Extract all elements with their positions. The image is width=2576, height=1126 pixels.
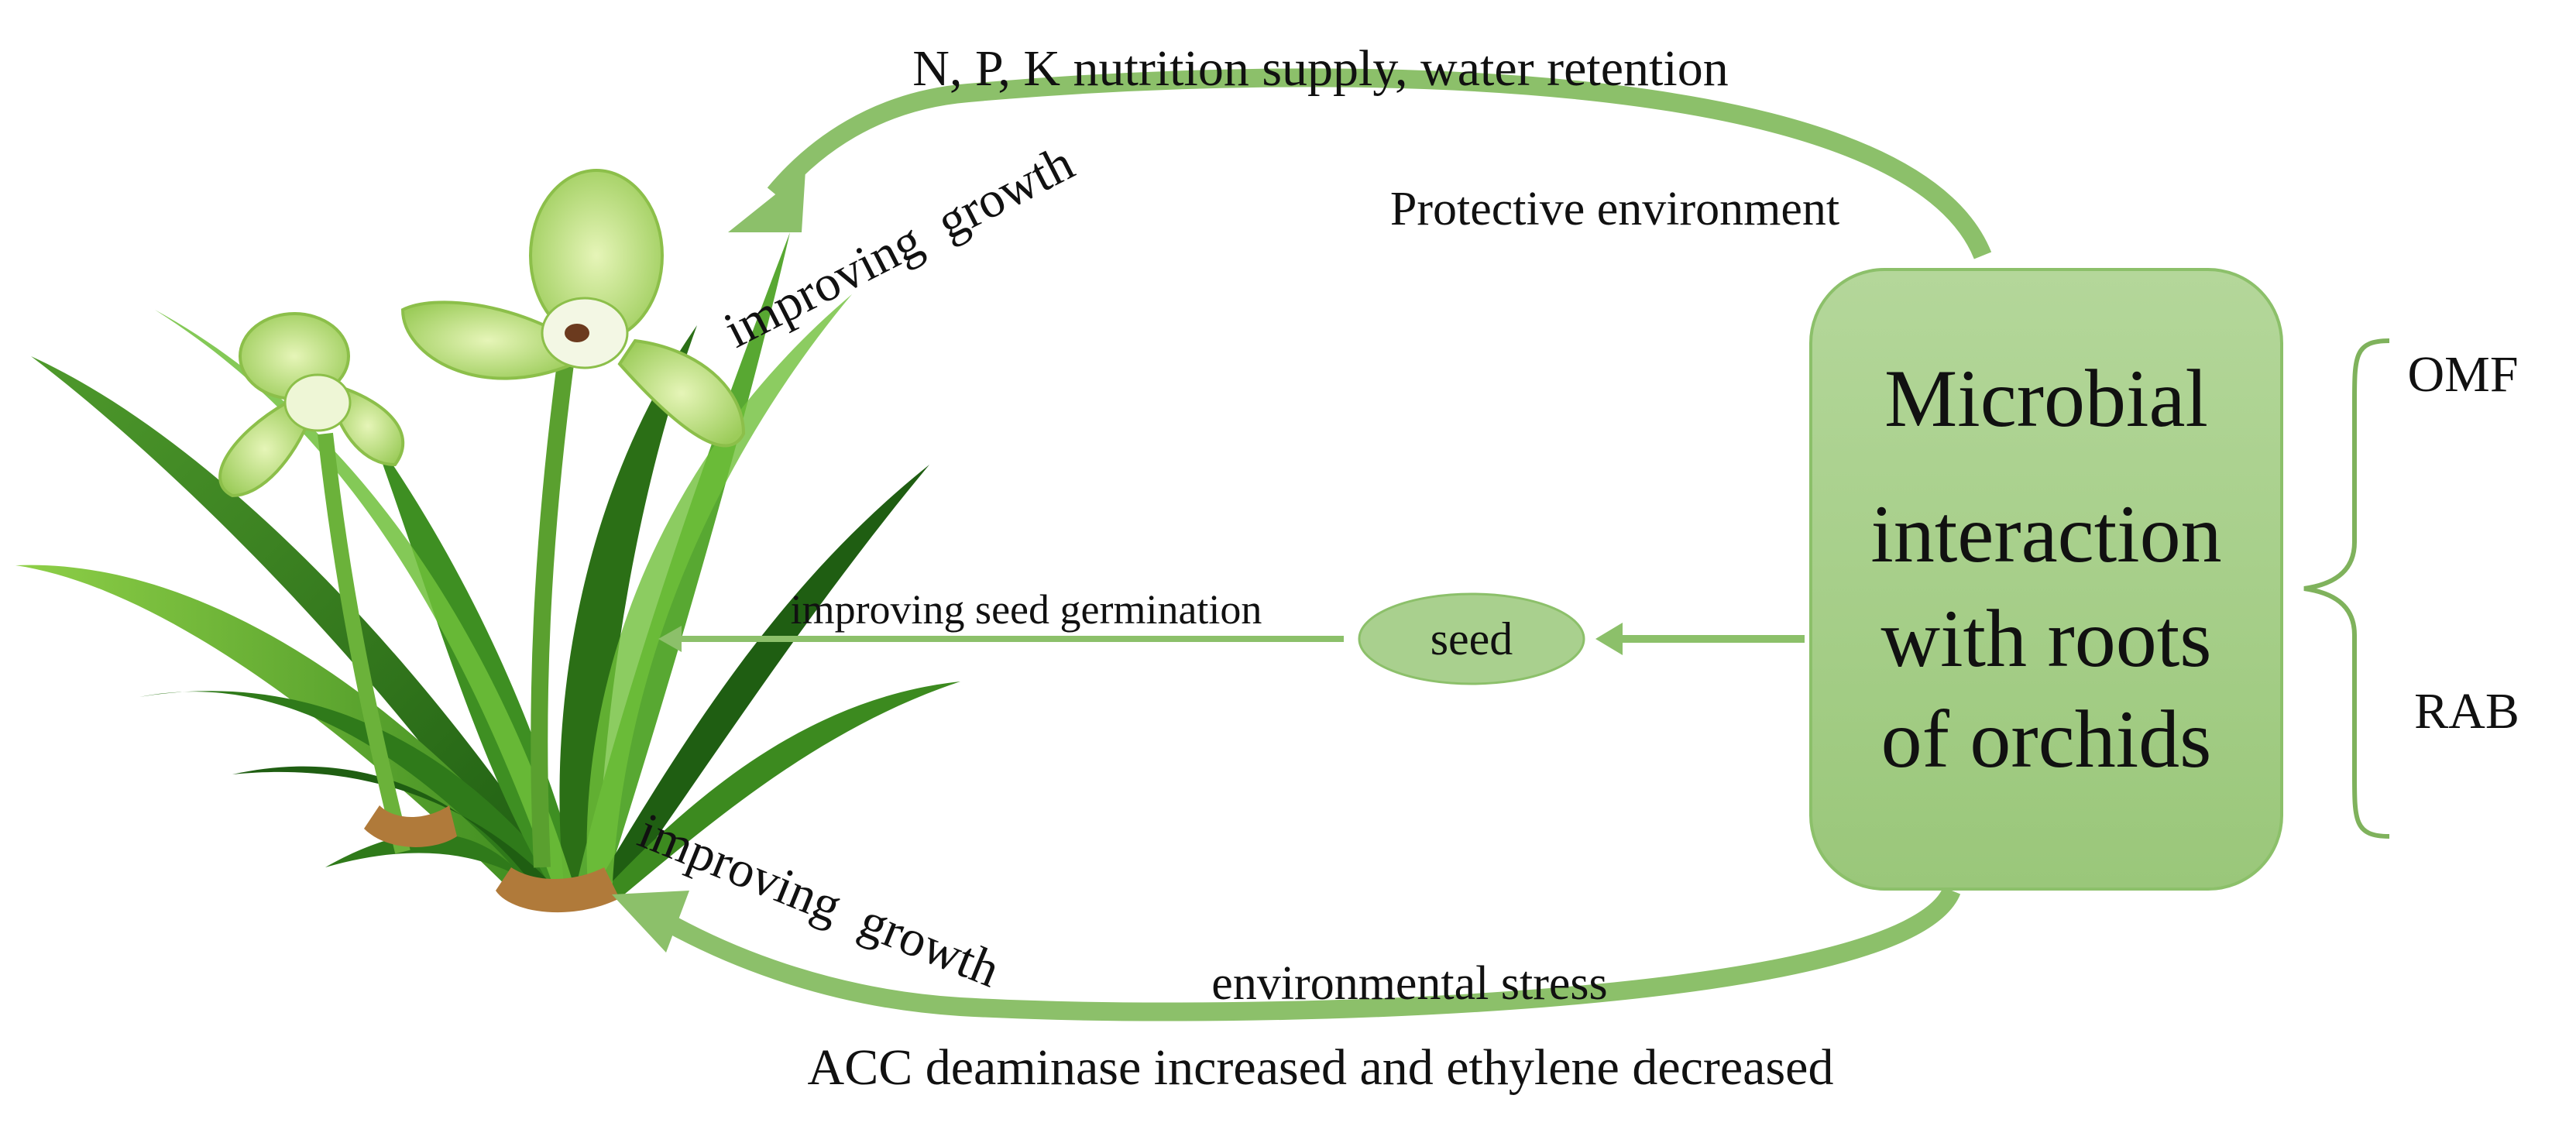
box-line-2: interaction xyxy=(1870,489,2221,579)
bottom-arc-arrow xyxy=(612,886,1961,1021)
seed-label: seed xyxy=(1431,613,1513,664)
box-line-3: with roots xyxy=(1881,593,2212,684)
top-label: N, P, K nutrition supply, water retentio… xyxy=(912,40,1728,97)
microbial-interaction-box xyxy=(1809,268,2283,891)
bottom-label: ACC deaminase increased and ethylene dec… xyxy=(808,1039,1834,1096)
top-arc-arrow xyxy=(728,68,1992,259)
orchid-plant-icon xyxy=(15,169,960,913)
box-line-4: of orchids xyxy=(1881,694,2212,784)
box-text: Microbial interaction with roots of orch… xyxy=(1870,353,2221,784)
brace-icon xyxy=(2303,338,2390,839)
middle-arrow-label: improving seed germination xyxy=(791,586,1262,633)
brace-top-label: OMF xyxy=(2407,346,2518,403)
top-sub-label: Protective environment xyxy=(1390,183,1839,235)
bottom-sub-label: environmental stress xyxy=(1211,957,1607,1010)
box-to-seed-arrow xyxy=(1595,623,1805,655)
seed-germination-arrow xyxy=(658,626,1344,652)
top-arrow-label: improving growth xyxy=(716,135,1083,359)
brace-bottom-label: RAB xyxy=(2414,683,2519,740)
bottom-arrow-label: improving growth xyxy=(630,802,1007,998)
box-line-1: Microbial xyxy=(1884,353,2208,444)
seed-node xyxy=(1358,592,1585,685)
